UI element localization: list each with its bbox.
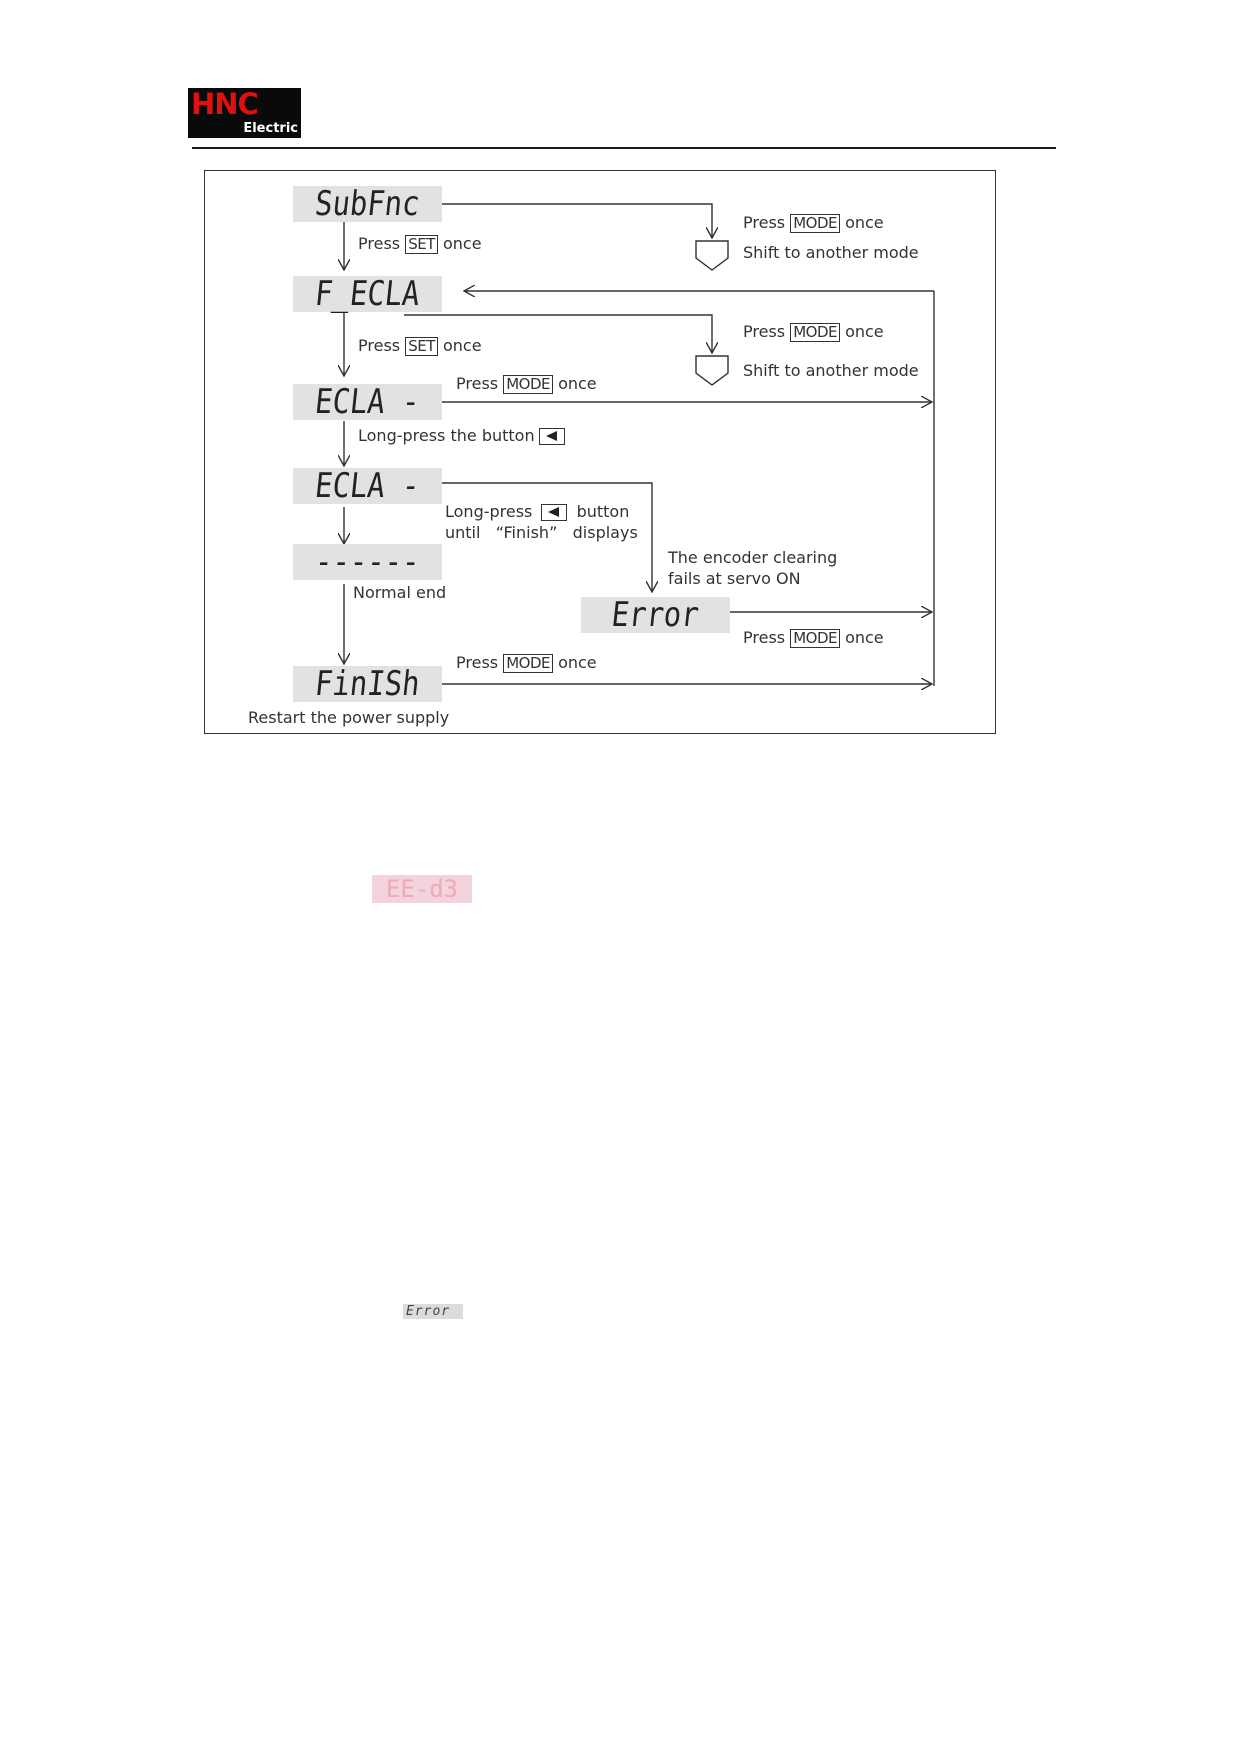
- left-arrow-key-icon: [541, 504, 568, 521]
- lcd-dashes: ------: [293, 542, 442, 582]
- hnc-logo: HNC Electric: [188, 88, 301, 138]
- label-encoder-line1: The encoder clearing: [668, 548, 838, 567]
- label-until-finish: until “Finish” displays: [445, 523, 638, 543]
- label-normal-end: Normal end: [353, 583, 447, 602]
- lcd-ecla-2: ECLA -: [293, 466, 442, 506]
- label-text: once: [558, 653, 597, 672]
- lcd-finish-text: FinISh: [313, 664, 422, 704]
- logo-sub-text: Electric: [243, 121, 298, 136]
- set-key-icon: SET: [405, 235, 438, 254]
- label-text: displays: [572, 523, 638, 542]
- label-press-set-1: Press SET once: [358, 234, 482, 254]
- label-text: once: [845, 628, 884, 647]
- label-press-mode-7: Press MODE once: [456, 653, 597, 673]
- lcd-finish: FinISh: [293, 664, 442, 704]
- label-longpress-2: Long-press button: [445, 502, 629, 522]
- label-press-set-4: Press SET once: [358, 336, 482, 356]
- label-text: Press: [456, 653, 499, 672]
- label-text: button: [576, 502, 630, 521]
- mini-display-pink: EE-d3: [372, 875, 472, 903]
- lcd-subfnc: SubFnc: [293, 184, 442, 224]
- label-text: Press: [358, 234, 401, 253]
- label-encoder-line2: fails at servo ON: [668, 569, 801, 588]
- left-arrow-key-icon: [538, 428, 565, 445]
- label-text: Press: [743, 628, 786, 647]
- label-text: Press: [456, 374, 499, 393]
- label-text: once: [845, 322, 884, 341]
- mode-key-icon: MODE: [790, 629, 840, 648]
- lcd-error: Error: [581, 595, 730, 635]
- mode-key-icon: MODE: [503, 375, 553, 394]
- lcd-ecla-2-text: ECLA -: [313, 466, 422, 506]
- lcd-ecla-1: ECLA -: [293, 382, 442, 422]
- header-rule: [192, 147, 1056, 149]
- set-key-icon: SET: [405, 337, 438, 356]
- label-text: Long-press the button: [358, 426, 535, 445]
- mode-key-icon: MODE: [790, 214, 840, 233]
- label-text: Long-press: [445, 502, 533, 521]
- label-restart: Restart the power supply: [248, 708, 450, 727]
- logo-main-text: HNC: [191, 87, 259, 121]
- label-text: “Finish”: [495, 523, 558, 542]
- lcd-fecla-text: F_ECLA: [313, 274, 422, 314]
- label-press-mode-5: Press MODE once: [456, 374, 597, 394]
- label-text: Press: [743, 322, 786, 341]
- label-longpress-1: Long-press the button: [358, 426, 569, 446]
- lcd-fecla: F_ECLA: [293, 274, 442, 314]
- lcd-error-text: Error: [609, 595, 702, 635]
- mini-display-error: Error: [403, 1304, 463, 1319]
- lcd-dashes-text: ------: [313, 542, 422, 582]
- label-text: once: [442, 336, 482, 355]
- label-press-mode-6: Press MODE once: [743, 628, 884, 648]
- label-shift-1: Shift to another mode: [743, 243, 919, 262]
- label-text: once: [442, 234, 482, 253]
- label-text: Press: [358, 336, 401, 355]
- mini-display-pink-text: EE-d3: [385, 875, 459, 903]
- label-shift-2: Shift to another mode: [743, 361, 919, 380]
- label-press-mode-2: Press MODE once: [743, 213, 884, 233]
- diagram-frame: [204, 170, 996, 734]
- mode-key-icon: MODE: [790, 323, 840, 342]
- label-text: Press: [743, 213, 786, 232]
- label-text: once: [845, 213, 884, 232]
- lcd-ecla-1-text: ECLA -: [313, 382, 422, 422]
- label-text: until: [445, 523, 481, 542]
- lcd-subfnc-text: SubFnc: [313, 184, 422, 224]
- label-press-mode-3: Press MODE once: [743, 322, 884, 342]
- mode-key-icon: MODE: [503, 654, 553, 673]
- label-text: once: [558, 374, 597, 393]
